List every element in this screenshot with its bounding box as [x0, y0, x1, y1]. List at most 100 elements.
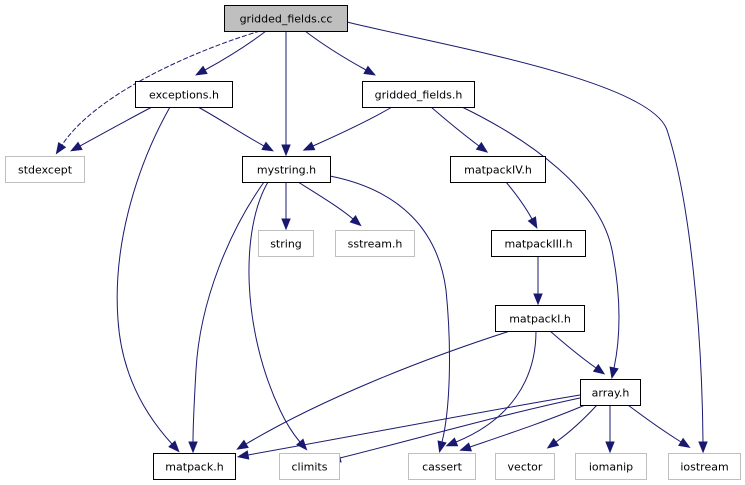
arrowhead — [302, 141, 316, 151]
edge-array_h-to-vector — [546, 404, 598, 449]
arrowhead — [698, 441, 708, 454]
edge-line — [192, 181, 265, 443]
edge-mystring_h-to-climits — [248, 181, 308, 451]
arrowhead — [188, 441, 198, 454]
edge-line — [339, 397, 581, 459]
node-label: climits — [292, 461, 328, 474]
node-label: iostream — [680, 461, 728, 474]
node-mpIV-h[interactable]: matpackIV.h — [450, 156, 546, 183]
edge-exc_h-to-mystring_h — [197, 106, 274, 152]
node-box — [491, 230, 586, 257]
arrowhead — [546, 437, 560, 449]
node-box — [450, 156, 546, 183]
edge-line — [430, 106, 480, 147]
arrowhead — [281, 144, 291, 157]
arrowhead — [527, 216, 538, 229]
node-box — [575, 453, 647, 480]
node-stdexcept: stdexcept — [5, 156, 85, 183]
node-box — [258, 230, 314, 257]
edge-line — [204, 30, 267, 71]
arrowhead — [236, 439, 249, 450]
node-box — [242, 156, 331, 183]
node-matpack-h[interactable]: matpack.h — [153, 453, 236, 480]
edge-gf_h-to-array_h — [461, 106, 620, 380]
node-label: exceptions.h — [149, 89, 219, 102]
edge-exc_h-to-stdexcept — [70, 106, 153, 152]
node-box — [668, 453, 741, 480]
edge-array_h-to-iomanip — [605, 405, 615, 454]
arrowhead — [70, 141, 83, 152]
edge-line — [247, 394, 581, 456]
arrowhead — [678, 437, 691, 449]
node-label: matpackIV.h — [464, 164, 532, 177]
edges-layer — [55, 21, 708, 463]
edge-line — [79, 106, 153, 147]
arrowhead — [261, 141, 274, 152]
arrowhead — [55, 141, 67, 155]
edge-line — [346, 21, 704, 443]
node-mpI-h[interactable]: matpackI.h — [495, 305, 585, 332]
edge-mpI_h-to-array_h — [549, 330, 606, 375]
node-label: string — [270, 238, 302, 251]
arrowhead — [533, 293, 543, 306]
node-vector: vector — [495, 453, 555, 480]
edge-line — [248, 181, 301, 443]
edge-gf_h-to-mystring_h — [302, 106, 393, 151]
edge-line — [329, 175, 450, 443]
node-label: mystring.h — [257, 164, 316, 177]
node-box — [279, 453, 340, 480]
node-box — [135, 81, 233, 108]
edge-gf_cc-to-gf_h — [304, 30, 376, 76]
arrowhead — [195, 65, 208, 76]
edge-gf_h-to-mpIV_h — [430, 106, 489, 153]
edge-line — [197, 106, 265, 147]
node-box — [224, 5, 348, 32]
node-climits: climits — [279, 453, 340, 480]
arrowhead — [236, 450, 250, 460]
edge-gf_cc-to-iostream — [346, 21, 708, 454]
arrowhead — [437, 440, 447, 454]
arrowhead — [609, 366, 619, 380]
edge-line — [245, 330, 511, 445]
node-label: gridded_fields.h — [375, 89, 463, 102]
arrowhead — [475, 141, 489, 153]
node-label: stdexcept — [18, 164, 73, 177]
node-label: array.h — [592, 387, 630, 400]
node-exc-h[interactable]: exceptions.h — [135, 81, 233, 108]
node-mystring-h[interactable]: mystring.h — [242, 156, 331, 183]
edge-array_h-to-matpack_h — [236, 394, 581, 460]
edge-mpIII_h-to-mpI_h — [533, 256, 543, 306]
edge-line — [304, 30, 367, 71]
node-gf-cc[interactable]: gridded_fields.cc — [224, 5, 348, 32]
edge-mystring_h-to-cassert — [329, 175, 450, 454]
edge-line — [455, 330, 537, 443]
edge-line — [116, 106, 173, 445]
edge-exc_h-to-matpack_h — [116, 106, 180, 453]
node-box — [495, 305, 585, 332]
node-box — [335, 230, 415, 257]
node-cassert: cassert — [408, 453, 476, 480]
edge-mystring_h-to-matpack_h — [188, 181, 265, 454]
node-label: matpackIII.h — [504, 238, 572, 251]
node-label: sstream.h — [348, 238, 403, 251]
edge-gf_cc-to-stdexcept — [55, 30, 261, 155]
node-mpIII-h[interactable]: matpackIII.h — [491, 230, 586, 257]
edge-line — [505, 181, 533, 220]
node-box — [362, 81, 475, 108]
arrowhead — [445, 437, 459, 447]
node-gf-h[interactable]: gridded_fields.h — [362, 81, 475, 108]
arrowhead — [168, 440, 180, 453]
edge-line — [461, 106, 620, 369]
node-array-h[interactable]: array.h — [580, 379, 641, 406]
node-iostream: iostream — [668, 453, 741, 480]
node-box — [153, 453, 236, 480]
edge-mpIV_h-to-mpIII_h — [505, 181, 538, 229]
node-iomanip: iomanip — [575, 453, 647, 480]
edge-gf_cc-to-mystring_h — [281, 31, 291, 157]
node-label: cassert — [422, 461, 463, 474]
edge-line — [555, 404, 598, 443]
node-label: gridded_fields.cc — [240, 13, 333, 26]
node-box — [580, 379, 641, 406]
edge-line — [297, 181, 354, 220]
